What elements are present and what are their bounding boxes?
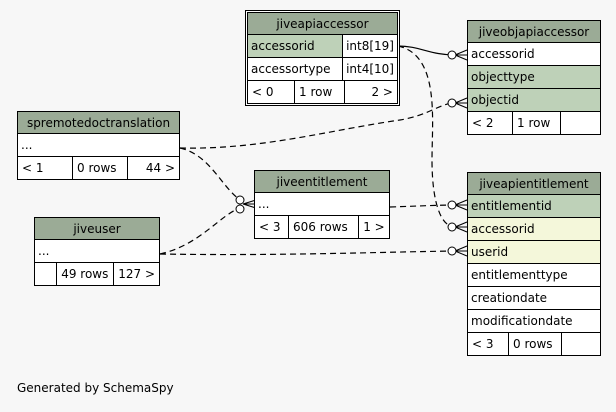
edge-spremote-objapiaccessor: [179, 102, 456, 149]
row-count: 1 row: [512, 112, 560, 134]
table-row: userid: [468, 241, 600, 264]
parents-count: 44 >: [127, 157, 179, 179]
parents-count: 1 >: [358, 216, 389, 238]
row-count: 0 rows: [72, 157, 127, 179]
column-type: int8[19]: [342, 35, 397, 57]
edge-user-entitlement: [159, 207, 241, 255]
children-count: < 3: [472, 337, 494, 351]
children-count: < 0: [252, 85, 274, 99]
table-jiveapientitlement[interactable]: jiveapientitlement entitlementid accesso…: [467, 172, 601, 356]
table-header[interactable]: jiveobjapiaccessor: [468, 21, 600, 43]
parents-count: [560, 112, 600, 134]
edge-apiaccessor-objapiaccessor: [397, 45, 456, 56]
parents-count: [561, 333, 600, 355]
table-row: objectid: [468, 89, 600, 112]
edge-apiaccessor-apientitlement: [397, 45, 456, 228]
table-header[interactable]: spremotedoctranslation: [18, 112, 179, 134]
row-count: 606 rows: [288, 216, 358, 238]
table-header[interactable]: jiveuser: [35, 218, 159, 240]
table-row: ...: [255, 193, 389, 216]
row-count: 49 rows: [56, 263, 113, 285]
table-row: modificationdate: [468, 310, 600, 333]
table-stats: 49 rows 127 >: [35, 263, 159, 285]
table-stats: < 3 606 rows 1 >: [255, 216, 389, 238]
table-jiveuser[interactable]: jiveuser ... 49 rows 127 >: [34, 217, 160, 286]
children-count: < 2: [472, 116, 494, 130]
row-count: 0 rows: [508, 333, 561, 355]
column-name: accessorid: [251, 39, 315, 53]
row-count: 1 row: [294, 81, 344, 103]
table-row: ...: [18, 134, 179, 157]
table-row: accessortype int4[10]: [248, 58, 397, 81]
table-row: entitlementid: [468, 195, 600, 218]
table-header[interactable]: jiveapiaccessor: [248, 13, 397, 35]
table-spremotedoctranslation[interactable]: spremotedoctranslation ... < 1 0 rows 44…: [17, 111, 180, 180]
table-stats: < 0 1 row 2 >: [248, 81, 397, 103]
table-stats: < 2 1 row: [468, 112, 600, 134]
table-row: accessorid: [468, 43, 600, 66]
table-stats: < 1 0 rows 44 >: [18, 157, 179, 179]
table-jiveobjapiaccessor[interactable]: jiveobjapiaccessor accessorid objecttype…: [467, 20, 601, 135]
parents-count: 127 >: [113, 263, 159, 285]
table-jiveapiaccessor[interactable]: jiveapiaccessor accessorid int8[19] acce…: [245, 10, 400, 106]
table-header[interactable]: jiveapientitlement: [468, 173, 600, 195]
table-row: creationdate: [468, 287, 600, 310]
children-count: < 1: [22, 161, 44, 175]
table-jiveentitlement[interactable]: jiveentitlement ... < 3 606 rows 1 >: [254, 170, 390, 239]
edge-entitlement-apientitlement: [389, 204, 456, 208]
table-row: accessorid int8[19]: [248, 35, 397, 58]
edge-user-apientitlement: [159, 250, 456, 256]
footer-credit: Generated by SchemaSpy: [17, 381, 174, 395]
edge-spremote-entitlement: [179, 147, 241, 201]
children-count: < 3: [259, 220, 281, 234]
table-row: entitlementtype: [468, 264, 600, 287]
table-stats: < 3 0 rows: [468, 333, 600, 355]
children-count: [35, 263, 56, 285]
table-row: accessorid: [468, 218, 600, 241]
table-header[interactable]: jiveentitlement: [255, 171, 389, 193]
column-name: accessortype: [251, 62, 331, 76]
table-row: objecttype: [468, 66, 600, 89]
column-type: int4[10]: [342, 58, 397, 80]
parents-count: 2 >: [344, 81, 397, 103]
table-row: ...: [35, 240, 159, 263]
